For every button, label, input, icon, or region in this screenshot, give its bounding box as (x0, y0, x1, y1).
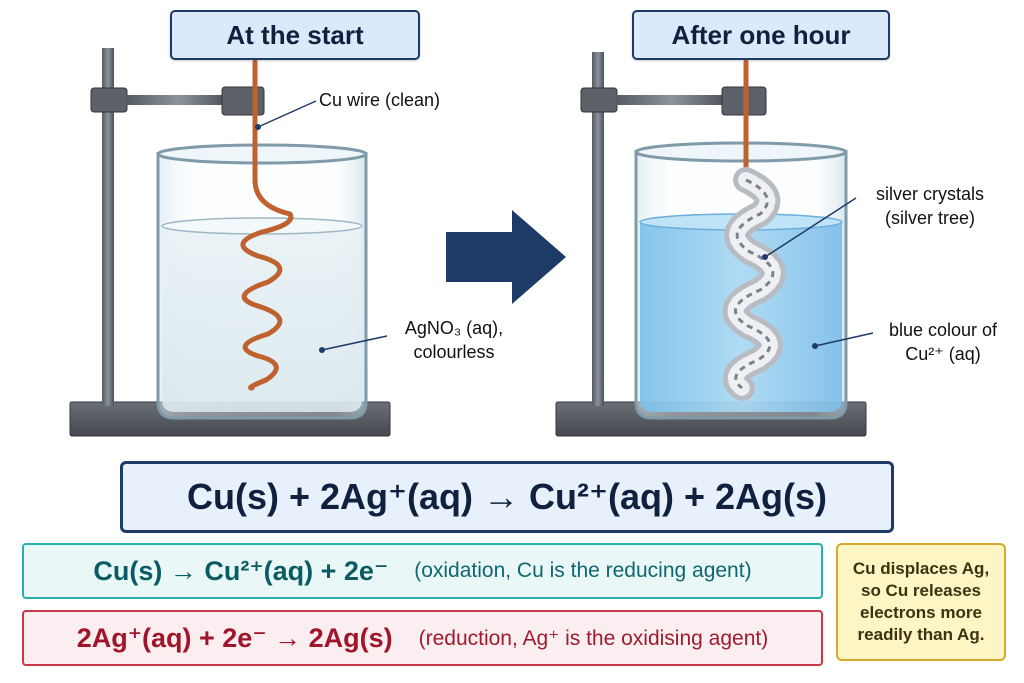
reduction-half-equation: 2Ag⁺(aq) + 2e⁻ → 2Ag(s) (reduction, Ag⁺ … (22, 610, 823, 666)
clamp-arm-after (616, 95, 728, 105)
start-setup (69, 48, 391, 437)
wire-leader-line (257, 100, 317, 128)
clamp-boss-after (580, 87, 618, 113)
wire-label: Cu wire (clean) (319, 90, 441, 110)
reduction-equation: 2Ag⁺(aq) + 2e⁻ → 2Ag(s) (76, 622, 393, 653)
clamp-arm (126, 95, 230, 105)
right-arrow-icon (446, 210, 566, 304)
oxidation-note: (oxidation, Cu is the reducing agent) (414, 559, 752, 582)
beaker-rim-after (634, 141, 848, 163)
blue-solution-label-line1: blue colour of (888, 320, 998, 340)
blue-leader-line (814, 332, 874, 347)
silver-crystal-coil-core (734, 178, 775, 390)
stand-rod-after (592, 52, 604, 406)
stand-rod (102, 48, 114, 406)
solution-label-start: AgNO₃ (aq), colourless (384, 316, 524, 364)
solution-leader-dot (319, 347, 325, 353)
crystals-label: silver crystals (silver tree) (855, 182, 1005, 230)
blue-solution-label: blue colour of Cu²⁺ (aq) (868, 318, 1018, 366)
after-title: After one hour (632, 10, 890, 60)
beaker-rim (156, 143, 368, 165)
crystals-label-line2: (silver tree) (884, 208, 975, 228)
copper-wire (240, 59, 294, 391)
solution-label-start-line1: AgNO₃ (aq), (404, 318, 504, 338)
wire-leader-dot (255, 124, 261, 130)
solution-label-start-line2: colourless (413, 342, 495, 362)
conclusion-box: Cu displaces Ag, so Cu releases electron… (836, 543, 1006, 661)
start-title: At the start (170, 10, 420, 60)
crystals-leader-line (764, 197, 857, 258)
crystals-leader-dot (762, 254, 768, 260)
reduction-note: (reduction, Ag⁺ is the oxidising agent) (418, 626, 769, 650)
blue-solution-label-line2: Cu²⁺ (aq) (905, 344, 981, 364)
overall-equation: Cu(s) + 2Ag⁺(aq) → Cu²⁺(aq) + 2Ag(s) (120, 461, 894, 533)
solution-leader-line (321, 335, 388, 351)
colourless-solution (162, 226, 362, 412)
after-setup (555, 52, 874, 437)
wire-clamp (221, 86, 265, 116)
blue-leader-dot (812, 343, 818, 349)
oxidation-equation: Cu(s) → Cu²⁺(aq) + 2e⁻ (93, 555, 389, 586)
clamp-boss (90, 87, 128, 113)
oxidation-half-equation: Cu(s) → Cu²⁺(aq) + 2e⁻ (oxidation, Cu is… (22, 543, 823, 599)
crystals-label-line1: silver crystals (875, 184, 984, 204)
